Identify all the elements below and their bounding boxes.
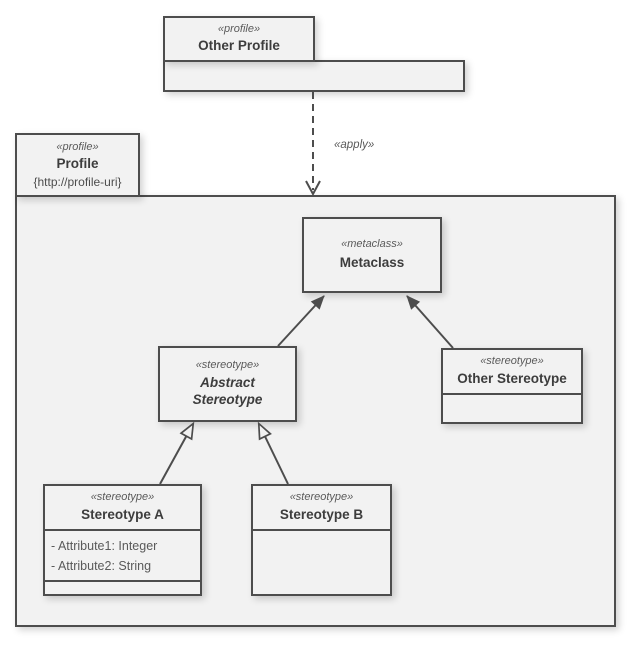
profile-stereotype-label: «profile»	[56, 140, 99, 153]
other-stereotype-name: Other Stereotype	[457, 370, 567, 386]
profile-name: Profile	[56, 155, 99, 171]
metaclass-name: Metaclass	[339, 254, 405, 270]
stereotype-a-name: Stereotype A	[81, 506, 164, 522]
stereotype-b-empty-compartment	[253, 529, 390, 594]
node-other-stereotype[interactable]: «stereotype» Other Stereotype	[441, 348, 583, 424]
package-other-profile-body[interactable]	[163, 60, 465, 92]
stereotype-b-stereotype-label: «stereotype»	[289, 491, 354, 504]
abstract-stereotype-name: Abstract Stereotype	[192, 375, 263, 408]
node-metaclass[interactable]: «metaclass» Metaclass	[302, 217, 442, 293]
stereotype-a-empty-compartment	[45, 580, 200, 594]
stereotype-a-attributes-compartment: - Attribute1: Integer - Attribute2: Stri…	[45, 529, 200, 580]
node-abstract-stereotype[interactable]: «stereotype» Abstract Stereotype	[158, 346, 297, 422]
other-profile-name: Other Profile	[198, 38, 280, 54]
stereotype-a-stereotype-label: «stereotype»	[90, 491, 155, 504]
stereotype-b-name: Stereotype B	[279, 506, 364, 522]
package-profile-tab[interactable]: «profile» Profile {http://profile-uri}	[15, 133, 140, 197]
apply-dependency-arrow[interactable]	[305, 92, 321, 197]
apply-dependency-label: «apply»	[334, 139, 375, 151]
stereotype-a-attribute-1: - Attribute1: Integer	[51, 539, 158, 553]
package-other-profile-tab[interactable]: «profile» Other Profile	[163, 16, 315, 62]
node-stereotype-b[interactable]: «stereotype» Stereotype B	[251, 484, 392, 596]
stereotype-a-attribute-2: - Attribute2: String	[51, 559, 152, 573]
other-stereotype-empty-compartment	[443, 393, 581, 422]
other-stereotype-stereotype-label: «stereotype»	[480, 355, 544, 368]
node-stereotype-a[interactable]: «stereotype» Stereotype A - Attribute1: …	[43, 484, 202, 596]
metaclass-stereotype-label: «metaclass»	[341, 238, 403, 251]
other-profile-stereotype-label: «profile»	[217, 22, 261, 35]
profile-uri: {http://profile-uri}	[33, 174, 122, 189]
abstract-stereotype-stereotype-label: «stereotype»	[195, 359, 260, 372]
